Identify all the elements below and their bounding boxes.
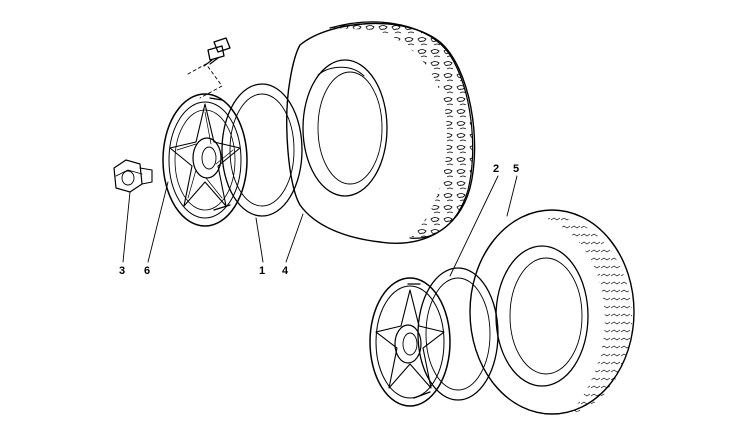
- leader-lines-upper: [122, 181, 304, 263]
- wheel-nut: [113, 159, 153, 193]
- rim-spare: [369, 267, 499, 407]
- callout-labels: 1 2 3 4 5 6: [119, 163, 519, 277]
- tyre-large: [286, 21, 476, 244]
- leader-lines-lower: [449, 175, 518, 277]
- rim-upper: [162, 83, 303, 227]
- valve-stem: [187, 37, 231, 99]
- callout-6: 6: [144, 265, 150, 277]
- callout-4: 4: [282, 265, 289, 277]
- callout-3: 3: [119, 265, 125, 277]
- callout-1: 1: [259, 265, 265, 277]
- callout-5: 5: [513, 163, 519, 175]
- callout-2: 2: [493, 163, 499, 175]
- tyre-spare: [469, 209, 635, 415]
